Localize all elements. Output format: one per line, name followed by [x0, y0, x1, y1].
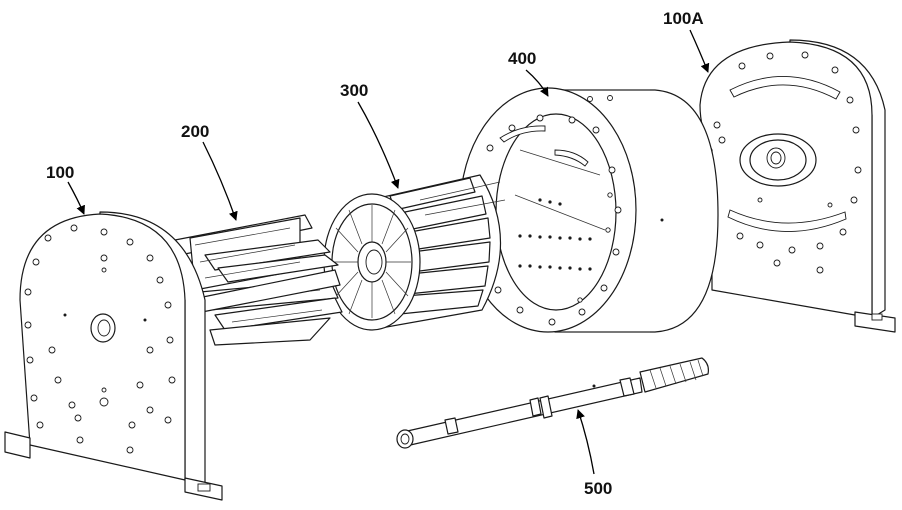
right-plate-holes [713, 51, 862, 274]
blades [174, 214, 343, 346]
end-plate-right [699, 39, 896, 333]
shaft [396, 357, 709, 449]
leader-400 [525, 69, 549, 97]
label-200: 200 [181, 122, 209, 141]
rotor [323, 174, 506, 331]
leader-500 [576, 409, 595, 475]
end-plate-left [4, 211, 223, 501]
housing [459, 87, 719, 333]
leader-300 [357, 101, 400, 189]
leader-200 [202, 141, 238, 221]
rotor-spokes [333, 205, 411, 318]
label-300: 300 [340, 81, 368, 100]
leader-lines [67, 29, 710, 475]
housing-inner-holes [518, 198, 592, 271]
leader-100A [689, 29, 710, 73]
leader-100 [67, 181, 85, 215]
labels: 100 200 300 400 100A 500 [46, 9, 704, 498]
label-400: 400 [508, 49, 536, 68]
left-plate-holes [24, 224, 176, 454]
label-100: 100 [46, 163, 74, 182]
label-500: 500 [584, 479, 612, 498]
label-100A: 100A [663, 9, 704, 28]
